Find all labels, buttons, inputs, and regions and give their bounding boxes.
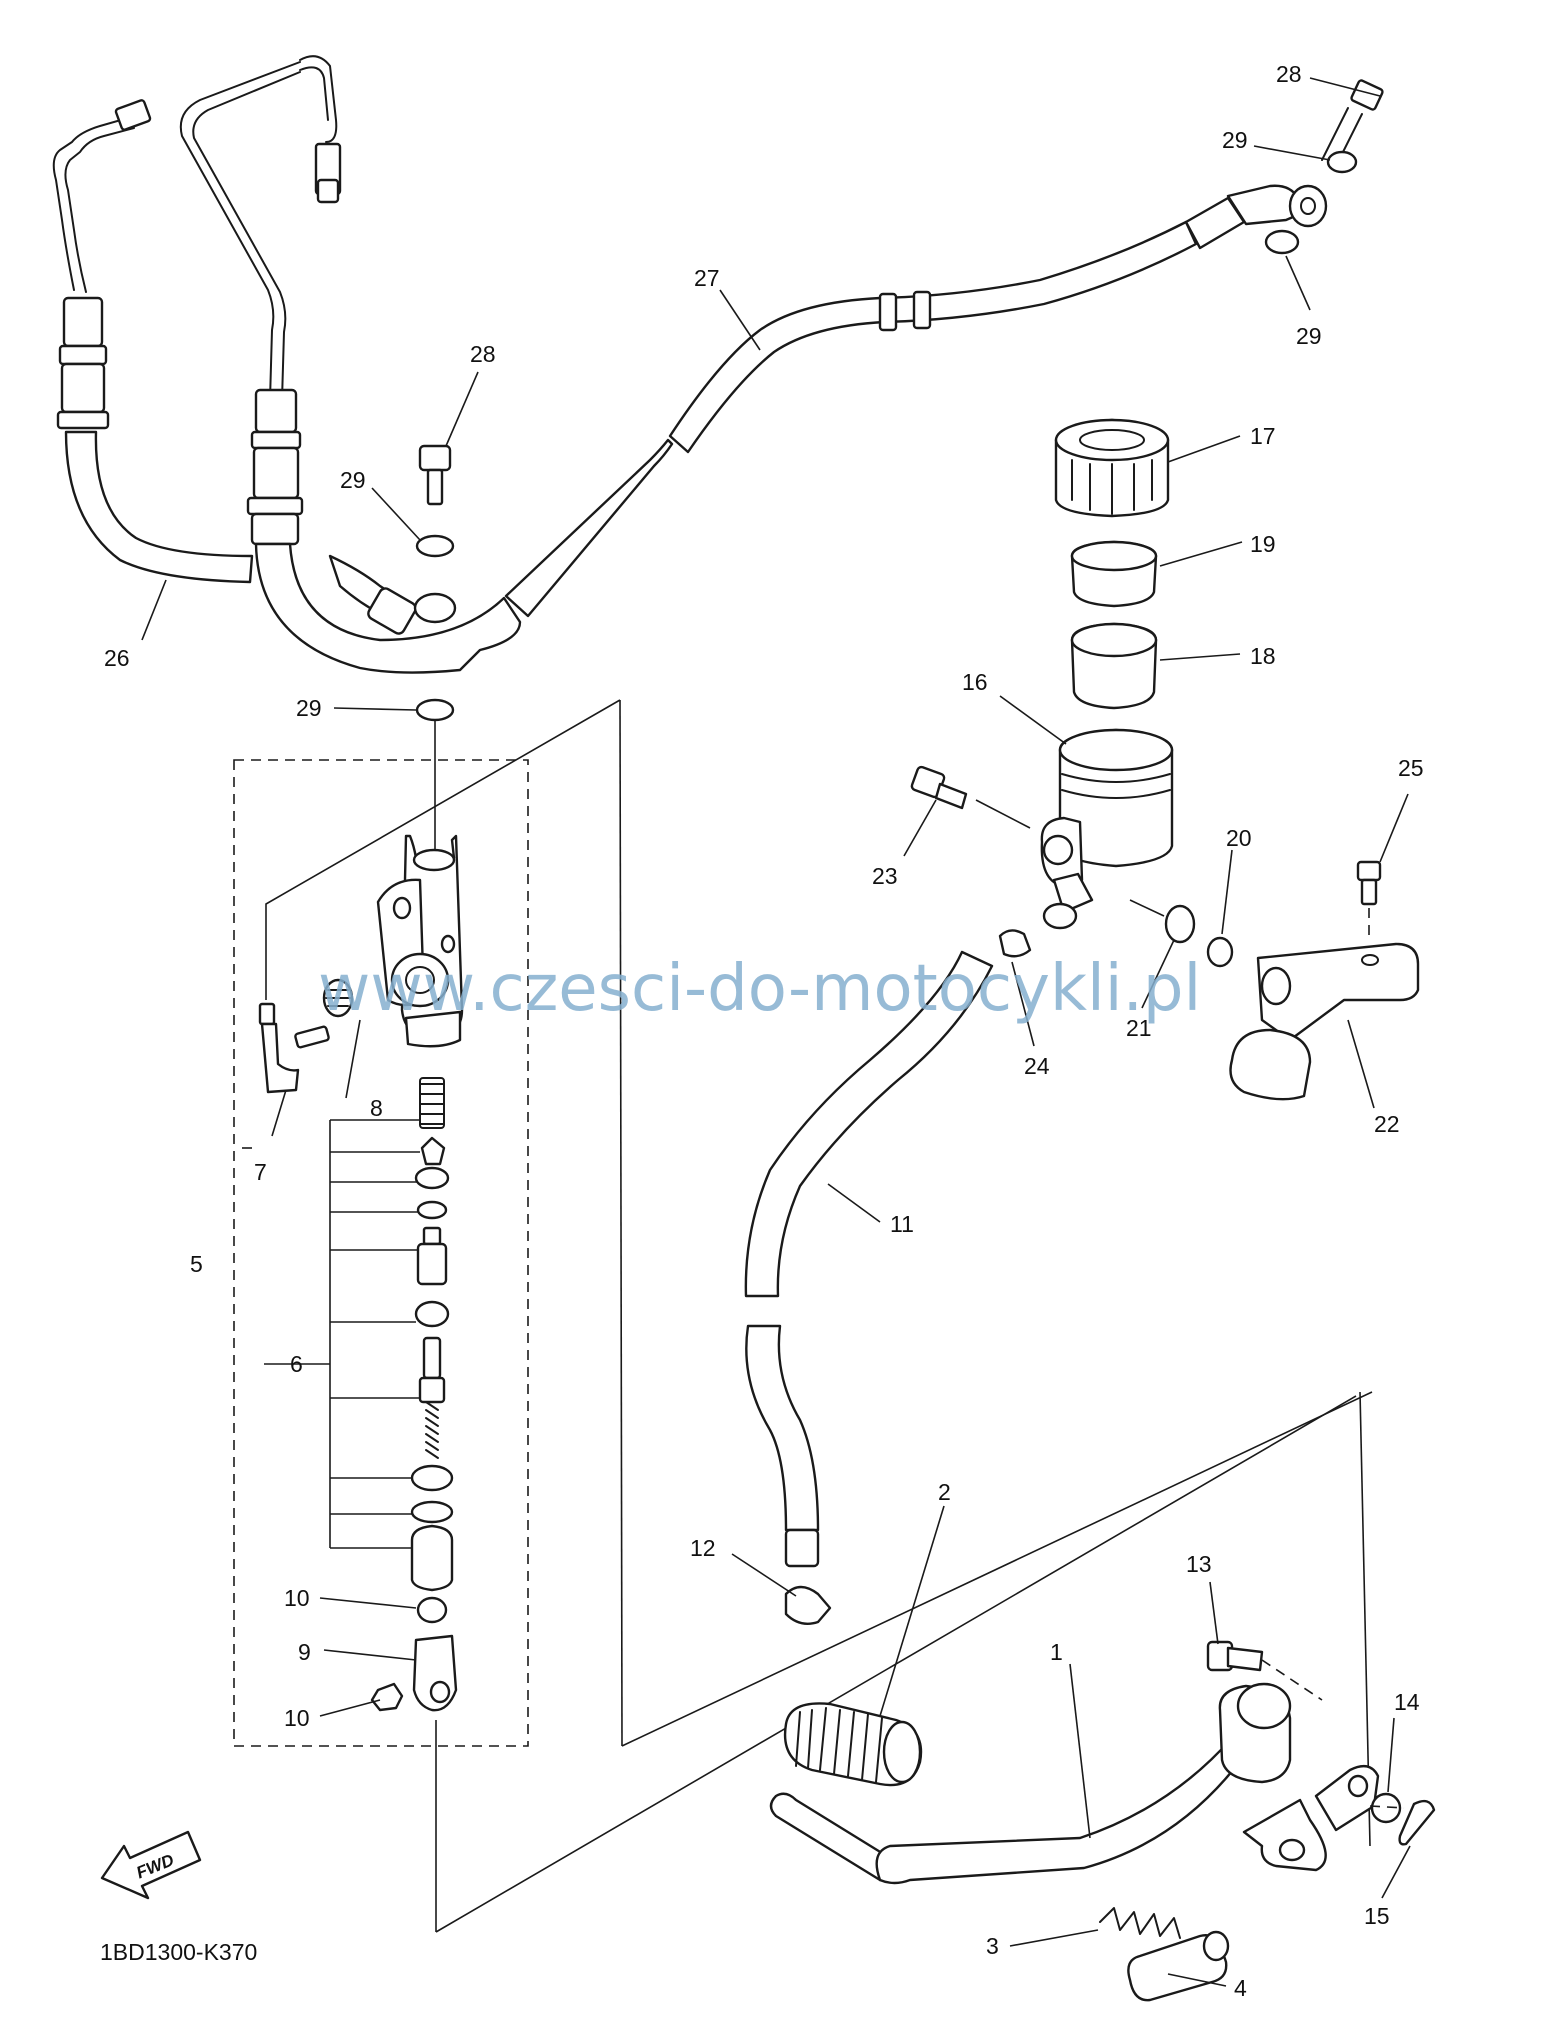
callout-26: 26 <box>104 645 130 671</box>
callout-7: 7 <box>254 1159 267 1185</box>
brake-pedal-1 <box>769 1682 1380 1885</box>
watermark: www.czesci-do-motocykli.pl <box>318 952 1201 1026</box>
callout-22: 22 <box>1374 1111 1400 1137</box>
callout-10a: 10 <box>284 1585 310 1611</box>
callout-20: 20 <box>1226 825 1252 851</box>
callout-28a: 28 <box>1276 61 1302 87</box>
callout-24: 24 <box>1024 1053 1050 1079</box>
callout-27: 27 <box>694 265 720 291</box>
assembly-guide-lines <box>265 699 621 1000</box>
callout-29b: 29 <box>1296 323 1322 349</box>
callout-23: 23 <box>872 863 898 889</box>
callout-14: 14 <box>1394 1689 1420 1715</box>
callout-2: 2 <box>938 1479 951 1505</box>
clevis-9-nut-10 <box>370 1391 1373 1933</box>
callout-28b: 28 <box>470 341 496 367</box>
callout-21: 21 <box>1126 1015 1152 1041</box>
bracket-22 <box>1229 860 1420 1101</box>
callout-11: 11 <box>890 1211 914 1237</box>
callout-8: 8 <box>370 1095 383 1121</box>
callout-9: 9 <box>298 1639 311 1665</box>
spring-3-sleeve-4 <box>1099 1907 1230 2002</box>
callout-3: 3 <box>986 1933 999 1959</box>
reservoir-hose-11 <box>744 950 994 1625</box>
callout-16: 16 <box>962 669 988 695</box>
callout-1: 1 <box>1050 1639 1063 1665</box>
reservoir-assembly <box>1040 418 1174 930</box>
callout-12: 12 <box>690 1535 716 1561</box>
diagram-part-code: 1BD1300-K370 <box>100 1939 257 1965</box>
bolt-23 <box>910 765 1031 829</box>
callout-13: 13 <box>1186 1551 1212 1577</box>
grommet-20-21-clip-24 <box>998 899 1234 968</box>
brake-hose-27 <box>504 79 1384 618</box>
callout-29d: 29 <box>296 695 322 721</box>
fwd-arrow: FWD <box>100 1830 202 1900</box>
callout-4: 4 <box>1234 1975 1247 2001</box>
callout-25: 25 <box>1398 755 1424 781</box>
callout-29c: 29 <box>340 467 366 493</box>
master-cylinder-assembly-box <box>233 759 529 1747</box>
kit-6-bracket-lines <box>329 1119 420 1549</box>
callout-5: 5 <box>190 1251 203 1277</box>
callout-6: 6 <box>290 1351 303 1377</box>
callout-15: 15 <box>1364 1903 1390 1929</box>
callout-19: 19 <box>1250 531 1276 557</box>
brake-pipe-26 <box>52 99 254 584</box>
pivot-bolt-13-washer-14-pin-15 <box>1206 1640 1436 1846</box>
callout-18: 18 <box>1250 643 1276 669</box>
callout-29a: 29 <box>1222 127 1248 153</box>
piston-kit-6 <box>410 1077 454 1624</box>
master-cylinder-body <box>376 834 464 1048</box>
union-bolt-28-center <box>413 444 457 850</box>
pedal-rubber-2 <box>783 1702 923 1787</box>
brake-pipe-upper <box>179 55 522 674</box>
callout-10b: 10 <box>284 1705 310 1731</box>
callout-leaders <box>141 77 1411 1987</box>
callout-17: 17 <box>1250 423 1276 449</box>
callout-labels: 1 2 3 4 5 6 7 8 9 10 10 11 12 13 14 15 1… <box>104 61 1424 2001</box>
bleed-screw-7-seal-8 <box>258 978 354 1094</box>
